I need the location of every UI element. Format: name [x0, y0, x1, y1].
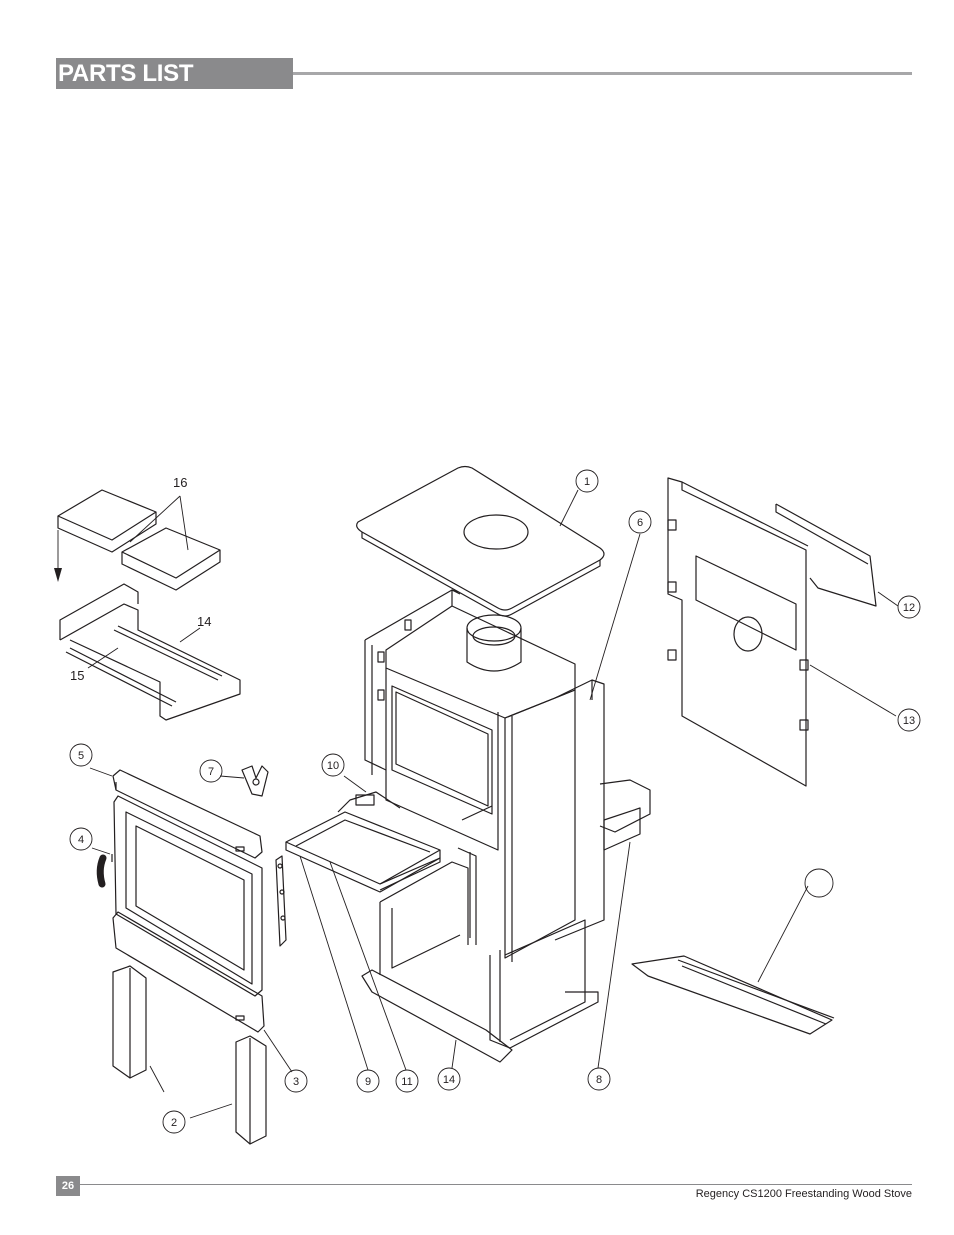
- latch-part: [241, 765, 269, 797]
- callout-6: 6: [637, 517, 643, 529]
- header-rule: [293, 72, 912, 75]
- callout-5: 5: [78, 750, 84, 762]
- callout-circles: [69, 469, 921, 1134]
- header-bar: [56, 58, 293, 89]
- callout-12: 12: [903, 602, 915, 614]
- footer-doc-title: Regency CS1200 Freestanding Wood Stove: [695, 1188, 912, 1200]
- pedestal-base: [379, 779, 651, 1049]
- hinge-bracket-part: [275, 855, 287, 947]
- leg-right-part: [235, 1035, 267, 1145]
- callout-7: 7: [208, 766, 214, 778]
- callout-10: 10: [327, 760, 339, 772]
- footer-rule: [80, 1184, 912, 1185]
- bottom-skirt-part: [361, 969, 599, 1063]
- arrowhead-icon: [54, 568, 62, 582]
- label-16: 16: [173, 475, 187, 490]
- firebrick-set: [57, 489, 241, 721]
- callout-4: 4: [78, 834, 84, 846]
- page-number: 26: [56, 1176, 80, 1196]
- firebox-body: [364, 589, 605, 962]
- callout-11: 11: [401, 1076, 412, 1088]
- top-plate-part: [356, 465, 605, 617]
- ash-drawer-part: [285, 791, 441, 893]
- top-trim-part: [112, 769, 263, 859]
- label-15: 15: [70, 668, 84, 683]
- callout-1: 1: [584, 476, 590, 488]
- label-14-brick: 14: [197, 614, 211, 629]
- callout-2: 2: [171, 1117, 177, 1129]
- lower-trim-part: [112, 911, 265, 1033]
- callout-3: 3: [293, 1076, 299, 1088]
- rear-heat-shield-part: [667, 477, 877, 787]
- leg-left-part: [112, 965, 147, 1079]
- callout-13: 13: [903, 715, 915, 727]
- callout-9: 9: [365, 1076, 371, 1088]
- leader-lines: [57, 489, 899, 1119]
- page-title: PARTS LIST: [58, 60, 194, 87]
- deflector-part: [631, 955, 835, 1035]
- callout-14-skirt: 14: [443, 1074, 455, 1086]
- callout-8: 8: [596, 1074, 602, 1086]
